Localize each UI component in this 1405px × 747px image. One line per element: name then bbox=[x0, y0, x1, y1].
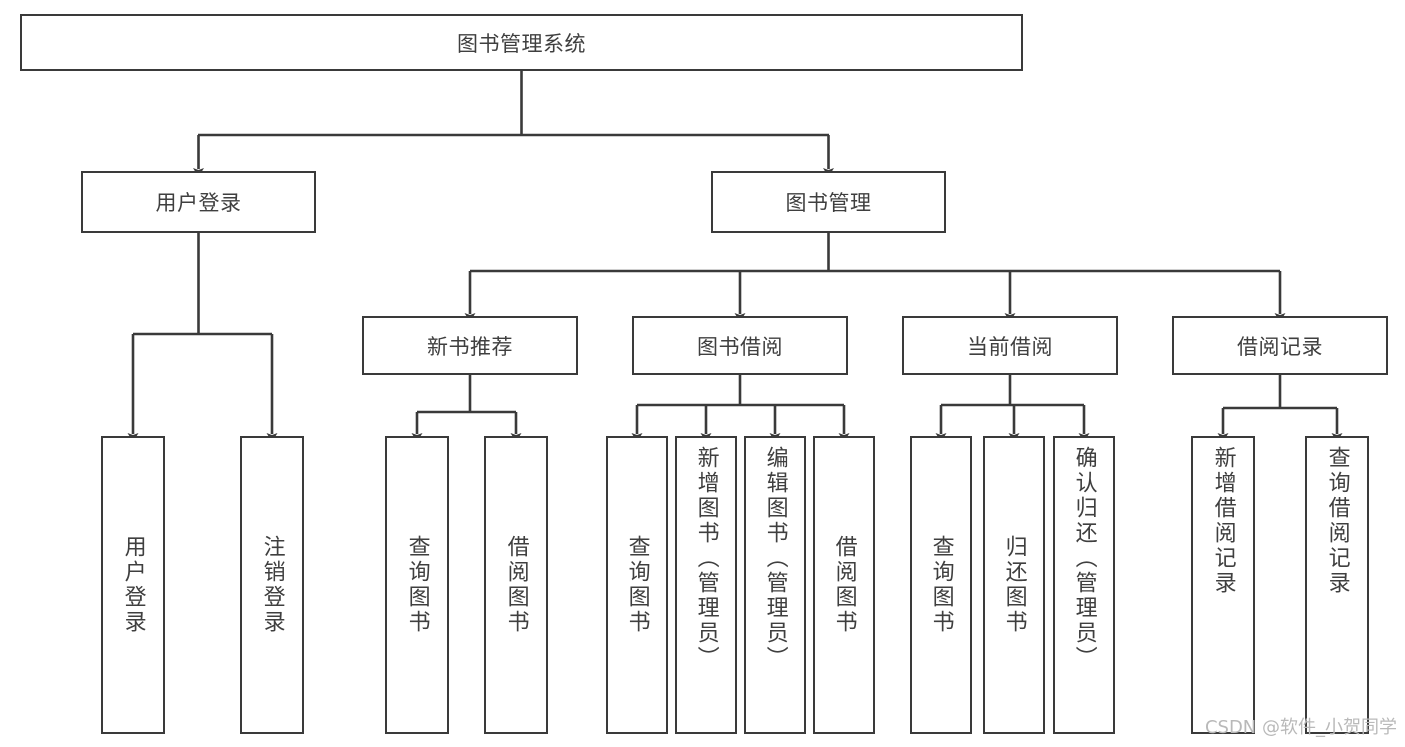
node-leaf-edit-book[interactable]: 编辑图书（管理员） bbox=[744, 436, 806, 734]
node-leaf-query-book-3[interactable]: 查询图书 bbox=[910, 436, 972, 734]
node-leaf-query-record[interactable]: 查询借阅记录 bbox=[1305, 436, 1369, 734]
node-root[interactable]: 图书管理系统 bbox=[20, 14, 1023, 71]
node-label-book-borrow: 图书借阅 bbox=[697, 334, 783, 359]
node-leaf-user-login[interactable]: 用户登录 bbox=[101, 436, 165, 734]
edges bbox=[127, 71, 1343, 442]
node-label-leaf-add-record: 新增借阅记录 bbox=[1210, 446, 1236, 596]
node-leaf-return-book[interactable]: 归还图书 bbox=[983, 436, 1045, 734]
node-leaf-query-book-1[interactable]: 查询图书 bbox=[385, 436, 449, 734]
node-label-leaf-logout: 注销登录 bbox=[259, 535, 285, 635]
node-label-leaf-borrow-book-1: 借阅图书 bbox=[503, 535, 529, 635]
node-label-new-book-rec: 新书推荐 bbox=[427, 334, 513, 359]
node-leaf-borrow-book-1[interactable]: 借阅图书 bbox=[484, 436, 548, 734]
node-user-login[interactable]: 用户登录 bbox=[81, 171, 316, 233]
node-book-borrow[interactable]: 图书借阅 bbox=[632, 316, 848, 375]
node-label-leaf-user-login: 用户登录 bbox=[120, 535, 146, 635]
node-book-manage[interactable]: 图书管理 bbox=[711, 171, 946, 233]
node-new-book-rec[interactable]: 新书推荐 bbox=[362, 316, 578, 375]
node-leaf-confirm-return[interactable]: 确认归还（管理员） bbox=[1053, 436, 1115, 734]
node-leaf-add-record[interactable]: 新增借阅记录 bbox=[1191, 436, 1255, 734]
node-label-leaf-edit-book: 编辑图书（管理员） bbox=[762, 446, 788, 671]
node-label-leaf-borrow-book-2: 借阅图书 bbox=[831, 535, 857, 635]
node-borrow-record[interactable]: 借阅记录 bbox=[1172, 316, 1388, 375]
node-label-current-borrow: 当前借阅 bbox=[967, 334, 1053, 359]
node-label-leaf-return-book: 归还图书 bbox=[1001, 535, 1027, 635]
node-label-borrow-record: 借阅记录 bbox=[1237, 334, 1323, 359]
node-leaf-query-book-2[interactable]: 查询图书 bbox=[606, 436, 668, 734]
node-label-leaf-query-book-3: 查询图书 bbox=[928, 535, 954, 635]
node-current-borrow[interactable]: 当前借阅 bbox=[902, 316, 1118, 375]
node-label-user-login: 用户登录 bbox=[155, 191, 242, 215]
node-label-leaf-add-book: 新增图书（管理员） bbox=[693, 446, 719, 671]
node-leaf-borrow-book-2[interactable]: 借阅图书 bbox=[813, 436, 875, 734]
node-label-book-manage: 图书管理 bbox=[785, 191, 872, 215]
node-leaf-add-book[interactable]: 新增图书（管理员） bbox=[675, 436, 737, 734]
node-label-leaf-query-book-2: 查询图书 bbox=[624, 535, 650, 635]
node-leaf-logout[interactable]: 注销登录 bbox=[240, 436, 304, 734]
node-label-root: 图书管理系统 bbox=[457, 31, 586, 56]
node-label-leaf-query-book-1: 查询图书 bbox=[404, 535, 430, 635]
node-label-leaf-confirm-return: 确认归还（管理员） bbox=[1071, 446, 1097, 671]
node-label-leaf-query-record: 查询借阅记录 bbox=[1324, 446, 1350, 596]
